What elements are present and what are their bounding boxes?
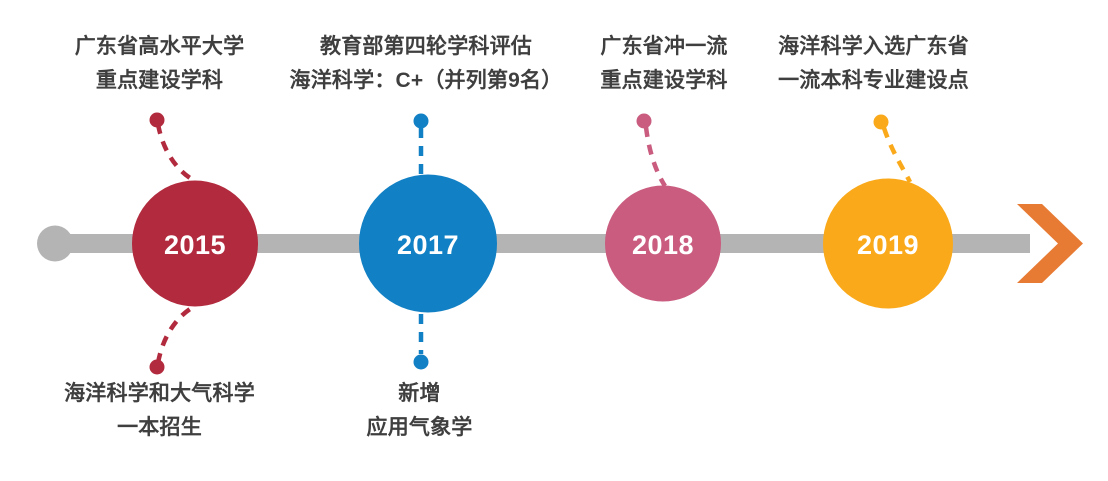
label-above-2019-line1: 海洋科学入选广东省: [778, 35, 969, 58]
connector-dot-down-2017: [413, 354, 429, 370]
label-above-2015-line1: 广东省高水平大学: [74, 35, 245, 58]
label-above-2019: 海洋科学入选广东省 一流本科专业建设点: [766, 30, 981, 98]
label-above-2017-line1: 教育部第四轮学科评估: [320, 35, 532, 58]
milestone-circle-2018[interactable]: [605, 185, 721, 302]
label-above-2018-line1: 广东省冲一流: [600, 35, 728, 58]
label-below-2015: 海洋科学和大气科学 一本招生: [42, 377, 277, 445]
label-below-2017: 新增 应用气象学: [332, 377, 507, 445]
label-above-2017-line2: 海洋科学：C+（并列第9名）: [289, 69, 563, 93]
connector-dot-down-2015: [149, 359, 165, 375]
milestone-year-2017: 2017: [397, 230, 459, 260]
connector-dot-up-2019: [873, 114, 889, 130]
label-above-2018: 广东省冲一流 重点建设学科: [578, 30, 750, 98]
timeline-start-cap-icon: [37, 225, 73, 262]
label-above-2018-line2: 重点建设学科: [600, 69, 728, 93]
milestone-year-2018: 2018: [632, 230, 694, 260]
label-above-2017: 教育部第四轮学科评估 海洋科学：C+（并列第9名）: [286, 30, 566, 98]
connector-up-2018: [643, 126, 667, 188]
milestone-circle-2019[interactable]: [823, 178, 953, 309]
milestone-circle-2015[interactable]: [132, 180, 258, 307]
connector-down-2015: [155, 304, 197, 364]
label-below-2015-line1: 海洋科学和大气科学: [64, 382, 255, 405]
milestone-2017[interactable]: 2017: [359, 113, 497, 370]
milestone-circle-2017[interactable]: [359, 174, 497, 313]
connector-dot-up-2018: [636, 113, 652, 129]
connector-dot-up-2015: [149, 112, 165, 128]
milestone-2018[interactable]: 2018: [605, 113, 721, 302]
milestone-2019[interactable]: 2019: [823, 114, 953, 309]
label-above-2015-line2: 重点建设学科: [95, 69, 224, 93]
label-below-2017-line2: 应用气象学: [366, 416, 473, 440]
label-above-2015: 广东省高水平大学 重点建设学科: [52, 30, 267, 98]
connector-up-2015: [155, 123, 197, 183]
label-below-2015-line2: 一本招生: [117, 416, 202, 440]
milestone-year-2015: 2015: [164, 230, 226, 260]
timeline-arrow-icon: [1017, 204, 1083, 283]
milestone-year-2019: 2019: [857, 230, 919, 260]
connector-up-2019: [881, 127, 913, 184]
label-below-2017-line1: 新增: [398, 382, 441, 405]
connector-dot-up-2017: [413, 113, 429, 129]
label-above-2019-line2: 一流本科专业建设点: [778, 69, 969, 93]
timeline-bar: [50, 234, 1030, 253]
milestone-2015[interactable]: 2015: [132, 112, 258, 375]
